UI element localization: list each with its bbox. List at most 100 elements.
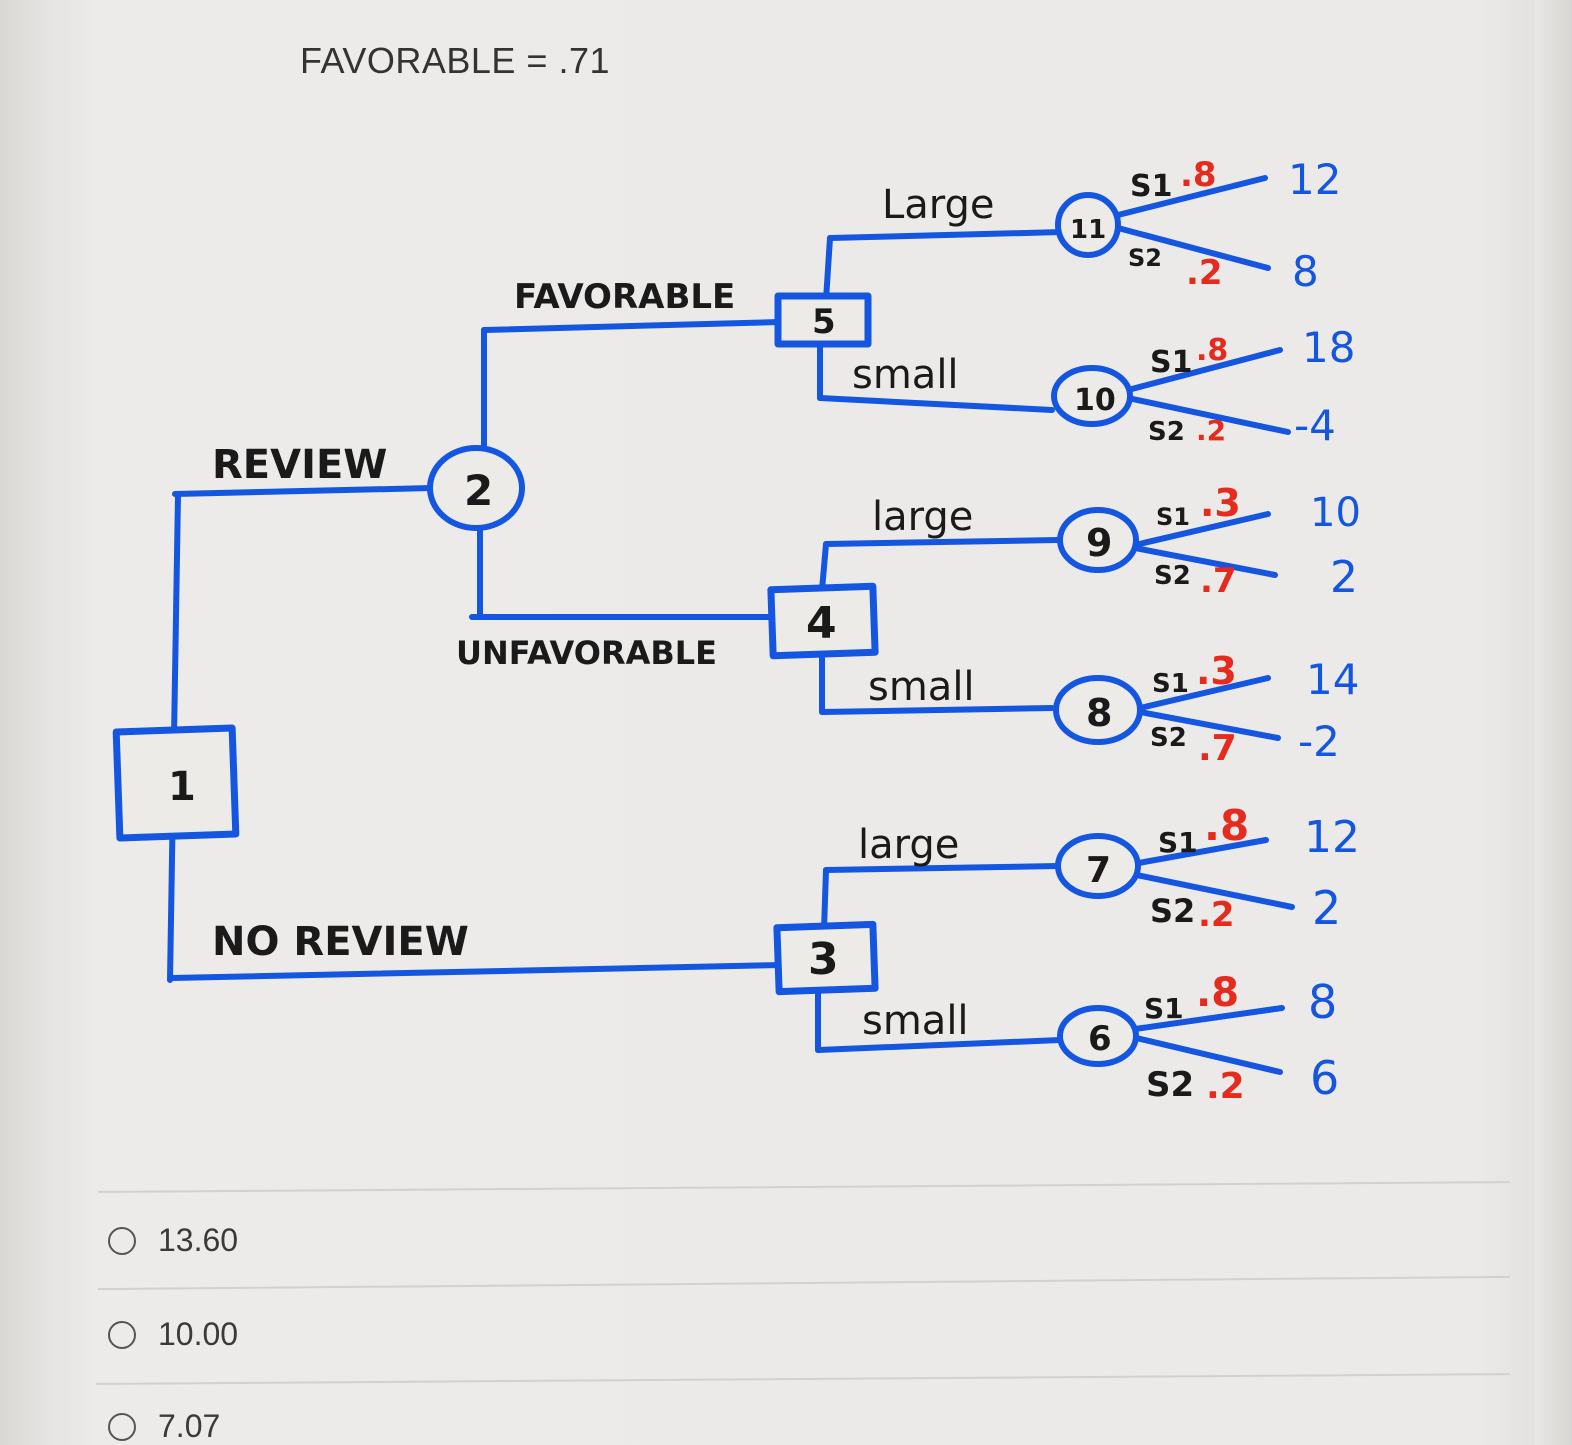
node-11-label: 11	[1070, 215, 1106, 245]
branch-6-s1	[1125, 1005, 1285, 1033]
node7-s1: S1	[1158, 826, 1198, 859]
node-2-label: 2	[464, 466, 493, 515]
answer-option-label: 10.00	[158, 1316, 239, 1352]
node5-large-label: Large	[882, 182, 995, 228]
node-5-label: 5	[812, 302, 836, 342]
radio-button[interactable]	[108, 1412, 136, 1441]
branch-11-s1	[1115, 175, 1268, 218]
favorable-label: FAVORABLE	[514, 277, 735, 317]
node10-v1: 18	[1302, 323, 1355, 372]
decision-node-5	[774, 292, 872, 348]
decision-node-3	[773, 920, 879, 996]
node9-s2: S2	[1154, 561, 1191, 591]
node5-stem-up	[823, 235, 833, 303]
node8-v2: -2	[1298, 717, 1340, 766]
node8-s1: S1	[1152, 669, 1189, 699]
node7-s2: S2	[1150, 892, 1195, 930]
node6-v2: 6	[1310, 1051, 1339, 1105]
branch-11-s2	[1115, 225, 1271, 271]
node5-small-label: small	[852, 352, 959, 398]
node4-large-line	[823, 537, 1061, 547]
chance-node-8	[1053, 675, 1143, 745]
favorable-line	[481, 319, 783, 333]
node8-p2: .7	[1198, 728, 1237, 769]
node9-s1: S1	[1156, 503, 1190, 531]
decision-node-4	[767, 582, 879, 660]
answer-option-1[interactable]: 13.60	[108, 1222, 238, 1259]
page-left-edge	[0, 0, 60, 1445]
branch-9-s1	[1132, 511, 1271, 548]
node3-small-line	[815, 1037, 1063, 1053]
radio-button[interactable]	[108, 1226, 136, 1255]
chance-node-10	[1051, 365, 1133, 427]
node5-large-line	[827, 229, 1065, 241]
node3-small-label: small	[862, 998, 969, 1044]
favorable-probability-text: FAVORABLE = .71	[300, 40, 610, 81]
node8-p1: .3	[1196, 649, 1237, 693]
branch-10-s2	[1125, 395, 1291, 435]
node9-p2: .7	[1200, 561, 1237, 601]
node4-stem-up	[819, 541, 829, 593]
node6-p2: .2	[1206, 1066, 1245, 1107]
chance-node-7	[1055, 833, 1141, 899]
node5-small-line	[817, 395, 1055, 413]
page-right-edge	[1535, 0, 1572, 1445]
branch-7-s1	[1119, 837, 1269, 869]
node9-p1: .3	[1200, 481, 1241, 525]
answer-option-3[interactable]: 7.07	[108, 1408, 220, 1445]
branch-8-s1	[1137, 675, 1271, 711]
node11-s2: S2	[1128, 244, 1162, 272]
node6-s2: S2	[1146, 1065, 1194, 1105]
node10-p1: .8	[1196, 333, 1228, 368]
node7-v1: 12	[1304, 812, 1360, 863]
decision-node-1	[112, 724, 240, 842]
node3-large-line	[823, 863, 1061, 873]
review-label: REVIEW	[212, 442, 387, 488]
node10-v2: -4	[1294, 401, 1336, 450]
node10-s2: S2	[1148, 417, 1185, 447]
answer-option-2[interactable]: 10.00	[108, 1316, 238, 1353]
node3-stem-up	[821, 867, 829, 933]
no-review-label: NO REVIEW	[212, 919, 469, 965]
node-4-label: 4	[806, 598, 837, 649]
node-8-label: 8	[1086, 691, 1112, 735]
node11-s1: S1	[1130, 169, 1172, 204]
branch-6-s2	[1125, 1033, 1283, 1075]
branch-7-s2	[1119, 869, 1295, 910]
node-10-label: 10	[1074, 383, 1116, 418]
node11-v1: 12	[1288, 155, 1341, 204]
node9-v1: 10	[1310, 490, 1361, 536]
no-review-line	[169, 962, 785, 981]
node-7-label: 7	[1086, 850, 1111, 891]
node7-p1: .8	[1204, 801, 1249, 850]
node8-s2: S2	[1150, 723, 1187, 753]
branch-9-s2	[1132, 545, 1278, 578]
branch-10-s1	[1125, 347, 1283, 393]
review-line	[172, 485, 435, 497]
node-6-label: 6	[1088, 1019, 1112, 1059]
answer-option-label: 7.07	[158, 1408, 221, 1444]
radio-button[interactable]	[108, 1320, 136, 1349]
node6-p1: .8	[1196, 970, 1239, 1016]
chance-node-11	[1055, 192, 1121, 258]
answer-option-label: 13.60	[158, 1222, 239, 1258]
node-9-label: 9	[1086, 521, 1112, 565]
chance-node-6	[1057, 1005, 1139, 1067]
node11-v2: 8	[1292, 247, 1319, 296]
unfavorable-label: UNFAVORABLE	[456, 634, 717, 672]
node-3-label: 3	[808, 934, 839, 985]
node6-v1: 8	[1308, 975, 1337, 1029]
node6-s1: S1	[1144, 992, 1184, 1025]
node4-large-label: large	[872, 494, 973, 540]
node3-large-label: large	[858, 822, 959, 868]
node7-v2: 2	[1312, 881, 1341, 935]
node11-p2: .2	[1186, 253, 1223, 293]
node8-v1: 14	[1306, 655, 1359, 704]
node10-s1: S1	[1150, 345, 1192, 380]
node4-small-line	[819, 705, 1055, 715]
node-1-label: 1	[168, 764, 196, 810]
node11-p1: .8	[1180, 155, 1217, 195]
chance-node-9	[1057, 507, 1139, 573]
